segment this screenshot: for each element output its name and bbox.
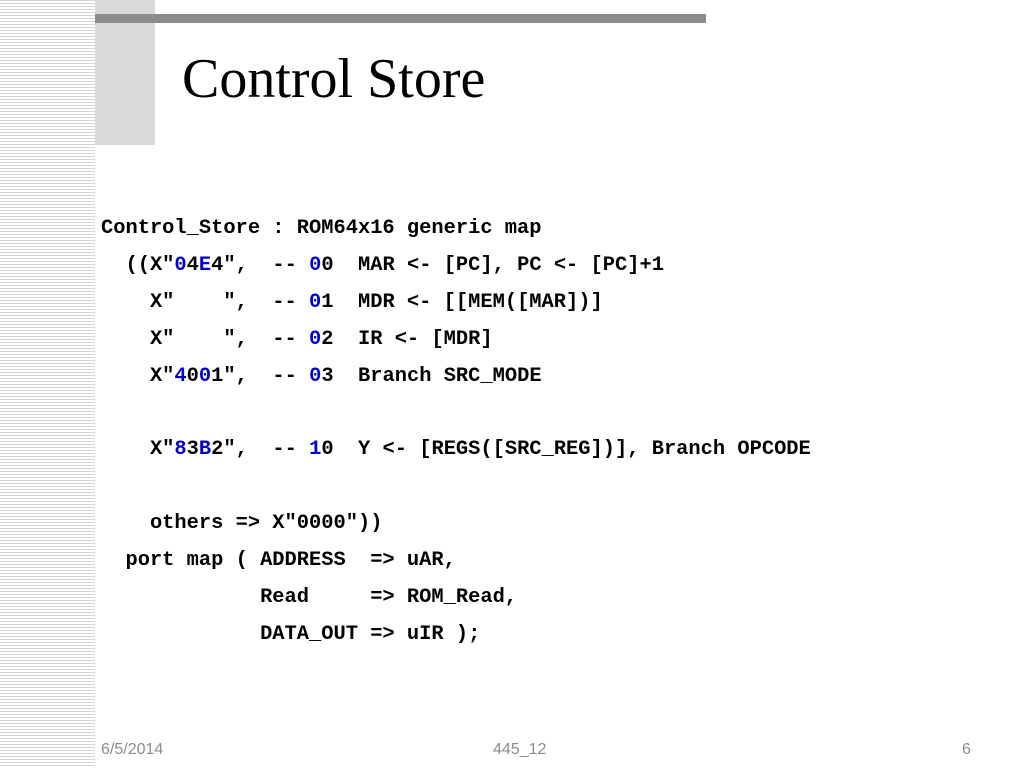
code-text: ((X" xyxy=(101,253,175,277)
footer-label: 445_12 xyxy=(493,741,547,758)
code-highlight: E xyxy=(198,253,212,277)
code-text: 4", -- xyxy=(211,253,310,277)
code-text: Control_Store : ROM64x16 generic map xyxy=(101,217,542,240)
code-text: others => X"0000")) xyxy=(101,512,383,536)
code-highlight: 8 xyxy=(174,438,187,462)
code-highlight: 0 xyxy=(309,364,322,388)
code-text: X" xyxy=(101,438,175,462)
code-text: 3 Branch SRC_MODE xyxy=(321,364,542,388)
code-highlight: 0 xyxy=(174,253,187,277)
code-line: Read => ROM_Read, xyxy=(101,580,811,617)
code-line: ((X"04E4", -- 00 MAR <- [PC], PC <- [PC]… xyxy=(101,248,811,285)
code-highlight: 1 xyxy=(309,438,322,462)
code-text: 3 xyxy=(186,438,199,462)
code-line: DATA_OUT => uIR ); xyxy=(101,617,811,654)
code-line: X" ", -- 02 IR <- [MDR] xyxy=(101,322,811,359)
code-text: 0 xyxy=(186,364,199,388)
code-text: 1", -- xyxy=(211,364,310,388)
code-highlight: 0 xyxy=(309,290,322,314)
code-block: Control_Store : ROM64x16 generic map ((X… xyxy=(101,211,811,654)
code-highlight: 0 xyxy=(309,253,322,277)
left-stripe-decoration xyxy=(0,0,95,768)
code-text: DATA_OUT => uIR ); xyxy=(101,622,481,646)
footer-date: 6/5/2014 xyxy=(101,741,164,758)
code-text: X" xyxy=(101,364,175,388)
slide-title: Control Store xyxy=(182,48,486,110)
code-text: 2", -- xyxy=(211,438,310,462)
code-highlight: 0 xyxy=(198,364,212,388)
page-number: 6 xyxy=(962,741,971,758)
code-line: others => X"0000")) xyxy=(101,506,811,543)
code-text: 0 Y <- [REGS([SRC_REG])], Branch OPCODE xyxy=(321,438,811,462)
code-text: port map ( ADDRESS => uAR, xyxy=(101,549,456,573)
code-highlight: 4 xyxy=(174,364,187,388)
code-text: Read => ROM_Read, xyxy=(101,585,518,609)
code-text: 1 MDR <- [[MEM([MAR])] xyxy=(321,290,603,314)
code-line xyxy=(101,395,811,432)
code-line xyxy=(101,469,811,506)
code-line: Control_Store : ROM64x16 generic map xyxy=(101,211,811,248)
code-text: X" ", -- xyxy=(101,327,310,351)
title-accent-block xyxy=(95,0,155,145)
code-line: X"83B2", -- 10 Y <- [REGS([SRC_REG])], B… xyxy=(101,432,811,469)
code-line: X" ", -- 01 MDR <- [[MEM([MAR])] xyxy=(101,285,811,322)
code-line: port map ( ADDRESS => uAR, xyxy=(101,543,811,580)
code-highlight: B xyxy=(198,438,212,462)
code-text: 4 xyxy=(186,253,199,277)
code-line: X"4001", -- 03 Branch SRC_MODE xyxy=(101,359,811,396)
code-text: 0 MAR <- [PC], PC <- [PC]+1 xyxy=(321,253,664,277)
code-text: 2 IR <- [MDR] xyxy=(321,327,493,351)
code-text: X" ", -- xyxy=(101,290,310,314)
title-top-bar xyxy=(95,14,706,23)
code-highlight: 0 xyxy=(309,327,322,351)
